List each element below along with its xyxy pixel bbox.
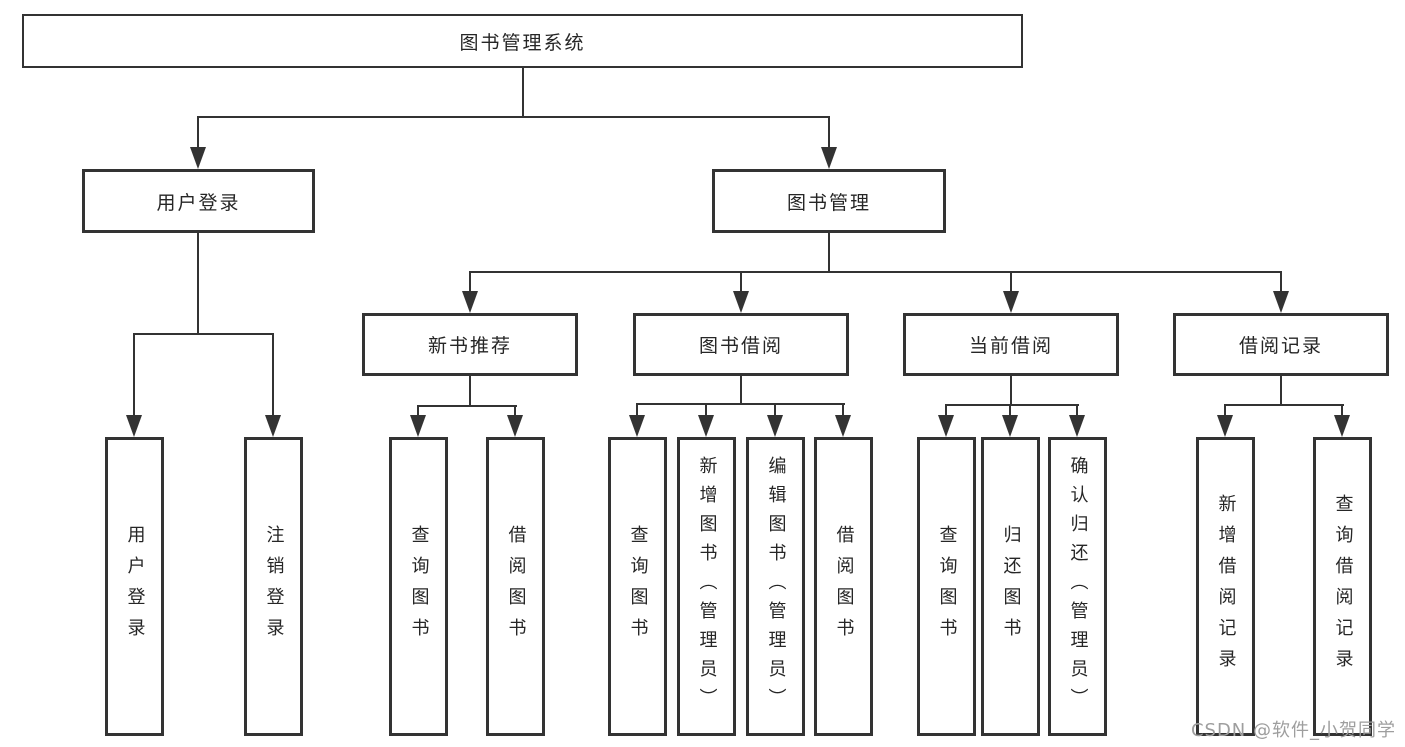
arrowhead-leaf-nb-query (410, 415, 426, 437)
arrowhead-leaf-bb-borrow (835, 415, 851, 437)
leaf-br-add-record-label: 新增借阅记录 (1215, 493, 1237, 680)
arrowhead-leaf-br-query (1334, 415, 1350, 437)
node-book-borrow-label: 图书借阅 (698, 335, 783, 357)
leaf-bb-query-book: 查询图书 (608, 437, 667, 736)
leaf-nb-query-book-label: 查询图书 (408, 524, 430, 649)
leaf-nb-borrow-book: 借阅图书 (486, 437, 545, 736)
connector-to-leaf-cb-confirm (1076, 404, 1078, 415)
connector-to-leaf-cb-query (945, 404, 947, 415)
arrowhead-book-management (821, 147, 837, 169)
leaf-bb-add-book-admin: 新增图书（管理员） (677, 437, 736, 736)
leaf-bb-edit-book-admin-label: 编辑图书（管理员） (765, 456, 787, 717)
arrowhead-book-borrow (733, 291, 749, 313)
connector-to-leaf-nb-query (417, 405, 419, 415)
arrowhead-leaf-bb-add (698, 415, 714, 437)
connector-root-to-user-login (197, 116, 199, 148)
arrowhead-leaf-bb-query (629, 415, 645, 437)
node-user-login-label: 用户登录 (156, 191, 241, 214)
arrowhead-leaf-cb-query (938, 415, 954, 437)
arrowhead-borrow-record (1273, 291, 1289, 313)
connector-root-to-book-management (828, 116, 830, 148)
arrowhead-leaf-bb-edit (767, 415, 783, 437)
leaf-cb-query-book-label: 查询图书 (936, 524, 958, 649)
node-new-book-recommend-label: 新书推荐 (427, 335, 512, 357)
leaf-br-query-record-label: 查询借阅记录 (1332, 493, 1354, 680)
leaf-nb-query-book: 查询图书 (389, 437, 448, 736)
connector-to-leaf-bb-add (705, 403, 707, 415)
leaf-nb-borrow-book-label: 借阅图书 (505, 524, 527, 649)
leaf-user-login: 用户登录 (105, 437, 164, 736)
csdn-watermark: CSDN @软件_小贺同学 (1190, 720, 1396, 741)
leaf-logout-label: 注销登录 (263, 524, 285, 649)
connector-borrow-record-hline (1224, 404, 1344, 406)
connector-to-leaf-br-query (1341, 404, 1343, 415)
leaf-cb-return-book-label: 归还图书 (1000, 524, 1022, 649)
leaf-bb-add-book-admin-label: 新增图书（管理员） (696, 456, 718, 717)
leaf-bb-query-book-label: 查询图书 (627, 524, 649, 649)
connector-to-leaf-nb-borrow (514, 405, 516, 415)
connector-root-hline (197, 116, 830, 118)
node-user-login: 用户登录 (82, 169, 315, 233)
connector-new-book-recommend-hline (417, 405, 517, 407)
arrowhead-new-book-recommend (462, 291, 478, 313)
connector-user-login-hline (133, 333, 274, 335)
leaf-cb-query-book: 查询图书 (917, 437, 976, 736)
leaf-user-login-label: 用户登录 (124, 524, 146, 649)
leaf-bb-borrow-book: 借阅图书 (814, 437, 873, 736)
leaf-cb-confirm-return-admin-label: 确认归还（管理员） (1067, 456, 1089, 717)
connector-current-borrow-hline (945, 404, 1079, 406)
arrowhead-leaf-nb-borrow (507, 415, 523, 437)
connector-to-current-borrow (1010, 271, 1012, 291)
connector-current-borrow-stem (1010, 376, 1012, 406)
connector-to-new-book-recommend (469, 271, 471, 291)
connector-user-login-stem (197, 233, 199, 335)
leaf-cb-confirm-return-admin: 确认归还（管理员） (1048, 437, 1107, 736)
connector-new-book-recommend-stem (469, 376, 471, 407)
arrowhead-leaf-user-login (126, 415, 142, 437)
node-current-borrow: 当前借阅 (903, 313, 1119, 376)
node-library-system-label: 图书管理系统 (459, 31, 586, 54)
connector-to-leaf-user-login (133, 333, 135, 415)
leaf-cb-return-book: 归还图书 (981, 437, 1040, 736)
leaf-bb-edit-book-admin: 编辑图书（管理员） (746, 437, 805, 736)
leaf-logout: 注销登录 (244, 437, 303, 736)
connector-to-leaf-br-add (1224, 404, 1226, 415)
connector-book-borrow-hline (636, 403, 845, 405)
connector-to-leaf-cb-return (1009, 404, 1011, 415)
node-library-system: 图书管理系统 (22, 14, 1023, 68)
connector-to-book-borrow (740, 271, 742, 291)
connector-borrow-record-stem (1280, 376, 1282, 406)
node-new-book-recommend: 新书推荐 (362, 313, 578, 376)
connector-to-leaf-bb-edit (774, 403, 776, 415)
node-book-borrow: 图书借阅 (633, 313, 849, 376)
arrowhead-user-login (190, 147, 206, 169)
connector-root-stem (522, 68, 524, 118)
arrowhead-leaf-br-add (1217, 415, 1233, 437)
arrowhead-leaf-cb-confirm (1069, 415, 1085, 437)
connector-to-borrow-record (1280, 271, 1282, 291)
node-current-borrow-label: 当前借阅 (968, 335, 1053, 357)
connector-to-leaf-bb-query (636, 403, 638, 415)
node-book-management: 图书管理 (712, 169, 946, 233)
leaf-bb-borrow-book-label: 借阅图书 (833, 524, 855, 649)
arrowhead-leaf-cb-return (1002, 415, 1018, 437)
connector-book-management-hline (469, 271, 1282, 273)
leaf-br-query-record: 查询借阅记录 (1313, 437, 1372, 736)
node-borrow-record: 借阅记录 (1173, 313, 1389, 376)
connector-to-leaf-logout (272, 333, 274, 415)
node-book-management-label: 图书管理 (786, 191, 871, 214)
connector-book-management-stem (828, 233, 830, 273)
arrowhead-leaf-logout (265, 415, 281, 437)
connector-book-borrow-stem (740, 376, 742, 405)
connector-to-leaf-bb-borrow (842, 403, 844, 415)
leaf-br-add-record: 新增借阅记录 (1196, 437, 1255, 736)
arrowhead-current-borrow (1003, 291, 1019, 313)
node-borrow-record-label: 借阅记录 (1238, 335, 1323, 357)
